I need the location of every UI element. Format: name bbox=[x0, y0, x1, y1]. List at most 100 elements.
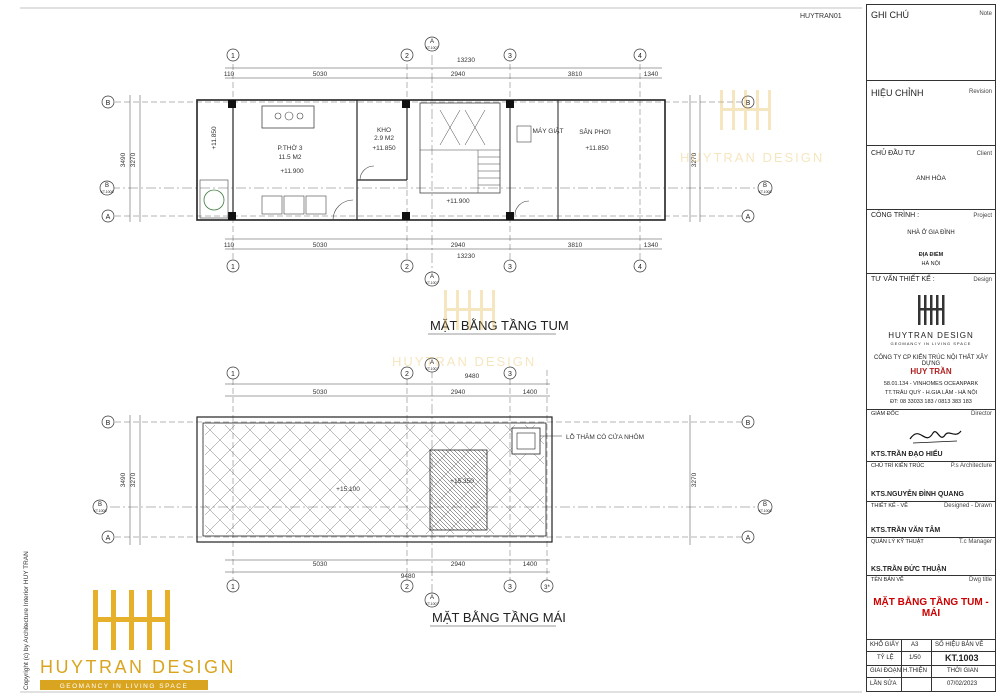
svg-text:B: B bbox=[763, 502, 767, 508]
drawn-row: THIẾT KẾ - VẼ Designed - Drawn bbox=[871, 503, 992, 509]
dim: 5030 bbox=[313, 561, 328, 568]
dim: 2940 bbox=[451, 242, 466, 249]
svg-text:KT.1007: KT.1007 bbox=[426, 602, 439, 606]
client-name: ANH HÒA bbox=[916, 175, 946, 182]
access-hatch bbox=[511, 427, 541, 455]
svg-text:A: A bbox=[106, 535, 111, 542]
arch-row: CHỦ TRÌ KIẾN TRÚC P.s Architecture bbox=[871, 463, 992, 469]
center-level: +15.350 bbox=[450, 478, 474, 485]
dim-total: 13230 bbox=[457, 253, 475, 260]
dim-vertical: 3270 bbox=[691, 152, 698, 167]
svg-text:HUYTRAN DESIGN: HUYTRAN DESIGN bbox=[680, 150, 824, 165]
dim: 2940 bbox=[451, 389, 466, 396]
plan-tang-tum bbox=[110, 55, 760, 275]
tm-row: QUẢN LÝ KỸ THUẬT T.c Manager bbox=[871, 539, 992, 545]
dim-vertical: 3490 bbox=[120, 152, 127, 167]
svg-text:A: A bbox=[746, 214, 751, 221]
signature-icon bbox=[909, 430, 962, 444]
room-level: +11.850 bbox=[585, 145, 609, 152]
client-section: CHỦ ĐẦU TƯ Client bbox=[871, 150, 992, 157]
address-2: TT.TRÂU QUỲ - H.GIA LÂM - HÀ NỘI bbox=[884, 390, 978, 396]
svg-text:HUYTRAN DESIGN: HUYTRAN DESIGN bbox=[392, 354, 536, 369]
dim-vertical: 3270 bbox=[691, 472, 698, 487]
dim: 1340 bbox=[644, 242, 659, 249]
dim-vertical: 3270 bbox=[130, 152, 137, 167]
svg-text:KT.1008: KT.1008 bbox=[759, 509, 772, 513]
svg-text:KT.1007: KT.1007 bbox=[426, 46, 439, 50]
dim: 110 bbox=[224, 71, 235, 78]
room-name: SÂN PHƠI bbox=[579, 127, 611, 136]
svg-text:1: 1 bbox=[231, 584, 235, 591]
plan-tang-mai-labels: 9480 5030 2940 1400 5030 2940 1400 9480 … bbox=[120, 373, 698, 580]
dim: 2940 bbox=[451, 561, 466, 568]
svg-text:B: B bbox=[106, 420, 111, 427]
arch-name: KTS.NGUYỄN ĐÌNH QUANG bbox=[871, 491, 964, 498]
svg-text:KT.1007: KT.1007 bbox=[426, 281, 439, 285]
company-tagline: GEOMANCY IN LIVING SPACE bbox=[890, 341, 972, 346]
svg-text:A: A bbox=[430, 360, 434, 366]
svg-text:A: A bbox=[746, 535, 751, 542]
dim: 1400 bbox=[523, 561, 538, 568]
dim: 5030 bbox=[313, 71, 328, 78]
room-name: P.THỜ 3 bbox=[278, 143, 303, 152]
title-block: GHI CHÚ Note HIỆU CHỈNH Revision CHỦ ĐẦU… bbox=[866, 4, 996, 692]
location-label: ĐỊA ĐIỂM bbox=[918, 252, 944, 258]
svg-text:B: B bbox=[763, 183, 767, 189]
room-level: +11.900 bbox=[446, 198, 470, 205]
location: HÀ NỘI bbox=[921, 261, 941, 267]
svg-text:KT.1008: KT.1008 bbox=[94, 509, 107, 513]
plan1-axes: 1 2 3 4 1 2 3 4 B A B A AKT.1007 AKT.100… bbox=[99, 36, 773, 287]
svg-text:A: A bbox=[430, 595, 434, 601]
dim-total: 13230 bbox=[457, 57, 475, 64]
brand-logo: HUYTRAN DESIGN GEOMANCY IN LIVING SPACE bbox=[40, 590, 234, 690]
svg-text:4: 4 bbox=[638, 264, 642, 271]
dim: 5030 bbox=[313, 242, 328, 249]
plan-tang-tum-labels: 13230 110 5030 2940 3810 1340 110 5030 2… bbox=[120, 57, 698, 260]
svg-text:B: B bbox=[746, 420, 751, 427]
dim-total: 9480 bbox=[401, 573, 416, 580]
note-section: GHI CHÚ Note bbox=[871, 10, 992, 20]
svg-text:1: 1 bbox=[231, 371, 235, 378]
company-name: HUY TRẦN bbox=[910, 367, 952, 376]
dim: 5030 bbox=[313, 389, 328, 396]
dim-total: 9480 bbox=[465, 373, 480, 380]
svg-text:A: A bbox=[430, 39, 434, 45]
svg-text:KT.1008: KT.1008 bbox=[759, 190, 772, 194]
room-area: 11.5 M2 bbox=[278, 154, 301, 161]
drawing-title: MẶT BẰNG TẦNG TUM - MÁI bbox=[873, 597, 989, 619]
svg-text:KT.1007: KT.1007 bbox=[426, 367, 439, 371]
project-section: CÔNG TRÌNH : Project bbox=[871, 212, 992, 219]
sheet-code: HUYTRAN01 bbox=[800, 13, 842, 20]
room-area: 2.9 M2 bbox=[374, 135, 394, 142]
svg-text:B: B bbox=[105, 183, 109, 189]
dim: 3810 bbox=[568, 242, 583, 249]
plan2-axes: 1 2 3 1 2 3 3* B A B A AKT.1007 AKT.1007… bbox=[92, 357, 773, 608]
svg-text:3: 3 bbox=[508, 53, 512, 60]
revision-section: HIỆU CHỈNH Revision bbox=[871, 88, 992, 98]
roof-hatch bbox=[205, 425, 544, 534]
dim-vertical: 3490 bbox=[120, 472, 127, 487]
roof-note: LỖ THĂM CÓ CỬA NHÔM bbox=[566, 432, 644, 441]
svg-text:1: 1 bbox=[231, 264, 235, 271]
dim-vertical: 3270 bbox=[130, 472, 137, 487]
phone: ĐT: 08 33033 183 / 0813 383 183 bbox=[890, 399, 972, 405]
address-1: 58.01.134 - VINHOMES OCEANPARK bbox=[883, 381, 979, 387]
plan2-title: MẶT BẰNG TẦNG MÁI bbox=[432, 610, 566, 625]
room-level: +11.850 bbox=[372, 145, 396, 152]
dim: 1400 bbox=[523, 389, 538, 396]
tm-name: KS.TRẦN ĐỨC THUẬN bbox=[871, 566, 947, 573]
svg-text:A: A bbox=[106, 214, 111, 221]
brand-tagline: GEOMANCY IN LIVING SPACE bbox=[60, 683, 189, 690]
project-name: NHÀ Ở GIA ĐÌNH bbox=[907, 230, 955, 236]
svg-text:A: A bbox=[430, 274, 434, 280]
dim: 2940 bbox=[451, 71, 466, 78]
svg-text:B: B bbox=[98, 502, 102, 508]
svg-text:2: 2 bbox=[405, 53, 409, 60]
room-name: KHO bbox=[377, 127, 391, 134]
room-name: MÁY GIẶT bbox=[533, 126, 564, 135]
svg-text:3: 3 bbox=[508, 371, 512, 378]
svg-text:B: B bbox=[746, 100, 751, 107]
dim: 110 bbox=[224, 242, 235, 249]
company-brand: HUYTRAN DESIGN bbox=[888, 331, 974, 340]
